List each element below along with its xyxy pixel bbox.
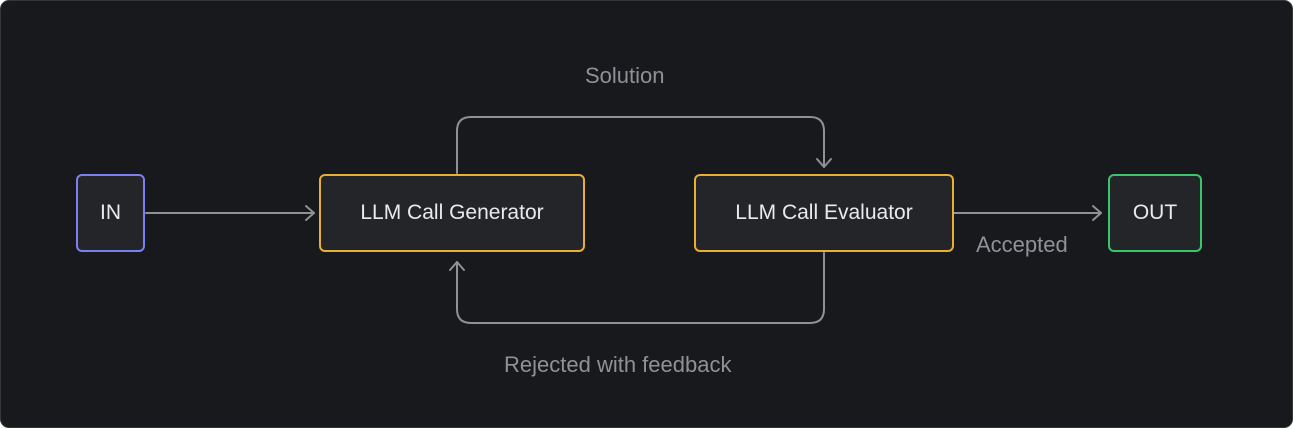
accepted-edge-label: Accepted — [976, 232, 1068, 257]
solution-edge-label: Solution — [585, 63, 665, 88]
input-node: IN — [76, 174, 145, 252]
rejected-edge-label: Rejected with feedback — [504, 352, 732, 377]
edge-in-to-generator — [145, 205, 315, 221]
input-node-label: IN — [100, 201, 121, 224]
evaluator-node: LLM Call Evaluator — [694, 174, 954, 252]
evaluator-node-label: LLM Call Evaluator — [735, 201, 913, 224]
output-node-label: OUT — [1132, 201, 1178, 224]
edge-solution — [456, 116, 832, 174]
edge-rejected — [449, 252, 825, 324]
generator-node: LLM Call Generator — [319, 174, 585, 252]
output-node: OUT — [1108, 174, 1202, 252]
generator-node-label: LLM Call Generator — [360, 201, 544, 224]
edge-accepted — [953, 205, 1102, 221]
